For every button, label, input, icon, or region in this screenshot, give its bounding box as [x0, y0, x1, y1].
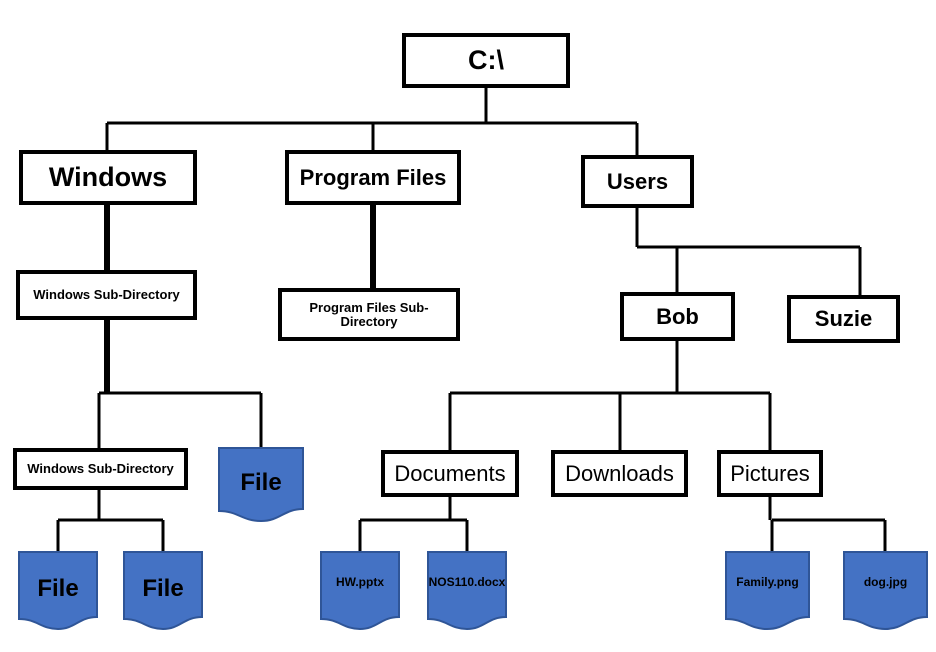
node-windows-sub-directory-1-label: Windows Sub-Directory	[33, 287, 180, 303]
file-shape-icon	[320, 551, 400, 631]
node-users-label: Users	[606, 168, 669, 194]
node-program-files-sub-directory-label: Program Files Sub-Directory	[309, 299, 429, 329]
node-documents-label: Documents	[394, 460, 506, 486]
file-shape-icon	[725, 551, 810, 631]
node-program-files[interactable]: Program Files	[285, 150, 461, 205]
file-nos110-docx[interactable]: NOS110.docx	[427, 551, 507, 632]
file-windows-sub-sibling-label: File	[240, 469, 282, 496]
file-shape-icon	[843, 551, 928, 631]
file-dog-jpg-label: dog.jpg	[863, 575, 908, 589]
node-windows-label: Windows	[48, 162, 168, 193]
file-shape-icon	[123, 551, 203, 631]
file-shape-icon	[218, 447, 304, 523]
node-program-files-sub-directory[interactable]: Program Files Sub-Directory	[278, 288, 460, 341]
node-root-label: C:\	[468, 45, 504, 76]
file-family-png[interactable]: Family.png	[725, 551, 810, 632]
file-shape-icon	[18, 551, 98, 631]
node-suzie[interactable]: Suzie	[787, 295, 900, 343]
node-downloads-label: Downloads	[565, 460, 674, 486]
file-windows-sub-sibling[interactable]: File	[218, 447, 304, 524]
file-win-b[interactable]: File	[123, 551, 203, 632]
file-hw-pptx-label: HW.pptx	[336, 575, 384, 589]
file-win-a[interactable]: File	[18, 551, 98, 632]
node-users[interactable]: Users	[581, 155, 694, 208]
file-dog-jpg[interactable]: dog.jpg	[843, 551, 928, 632]
node-program-files-label: Program Files	[299, 164, 447, 190]
node-pictures-label: Pictures	[730, 460, 810, 486]
file-shape-icon	[427, 551, 507, 631]
node-windows-sub-directory-1[interactable]: Windows Sub-Directory	[16, 270, 197, 320]
file-win-a-label: File	[37, 575, 79, 602]
node-documents[interactable]: Documents	[381, 450, 519, 497]
node-windows-sub-directory-2-label: Windows Sub-Directory	[27, 461, 174, 477]
node-suzie-label: Suzie	[814, 306, 873, 332]
node-downloads[interactable]: Downloads	[551, 450, 688, 497]
node-bob-label: Bob	[656, 303, 699, 329]
node-windows[interactable]: Windows	[19, 150, 197, 205]
node-root[interactable]: C:\	[402, 33, 570, 88]
node-bob[interactable]: Bob	[620, 292, 735, 341]
file-win-b-label: File	[142, 575, 184, 602]
node-windows-sub-directory-2[interactable]: Windows Sub-Directory	[13, 448, 188, 490]
file-nos110-docx-label: NOS110.docx	[428, 575, 506, 589]
node-pictures[interactable]: Pictures	[717, 450, 823, 497]
file-hw-pptx[interactable]: HW.pptx	[320, 551, 400, 632]
file-family-png-label: Family.png	[736, 575, 799, 589]
